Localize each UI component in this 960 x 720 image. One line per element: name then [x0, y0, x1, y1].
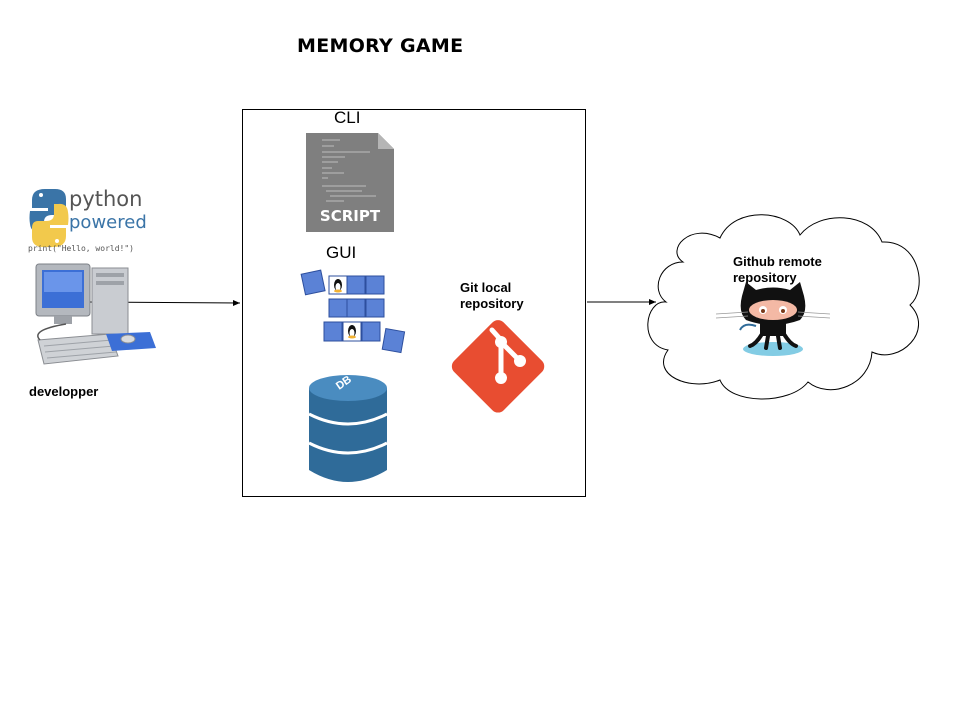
python-logo-code: print("Hello, world!") — [28, 244, 134, 253]
page-title: MEMORY GAME — [297, 35, 464, 57]
git-local-label-line2: repository — [460, 296, 524, 311]
github-remote-label-line2: repository — [733, 270, 797, 285]
developer-to-box-arrow — [85, 299, 241, 306]
cli-label: CLI — [334, 108, 361, 127]
developer-label: developper — [29, 384, 99, 399]
script-icon-label: SCRIPT — [319, 207, 381, 225]
git-local-label: Git local repository — [460, 280, 524, 312]
python-logo-word1: python — [69, 187, 143, 211]
git-local-label-line1: Git local — [460, 280, 512, 295]
python-logo-word2: powered — [69, 212, 147, 233]
github-remote-label-line1: Github remote — [733, 254, 822, 269]
github-remote-label: Github remote repository — [733, 254, 822, 286]
system-boundary-box — [242, 109, 586, 497]
gui-label: GUI — [326, 243, 357, 262]
